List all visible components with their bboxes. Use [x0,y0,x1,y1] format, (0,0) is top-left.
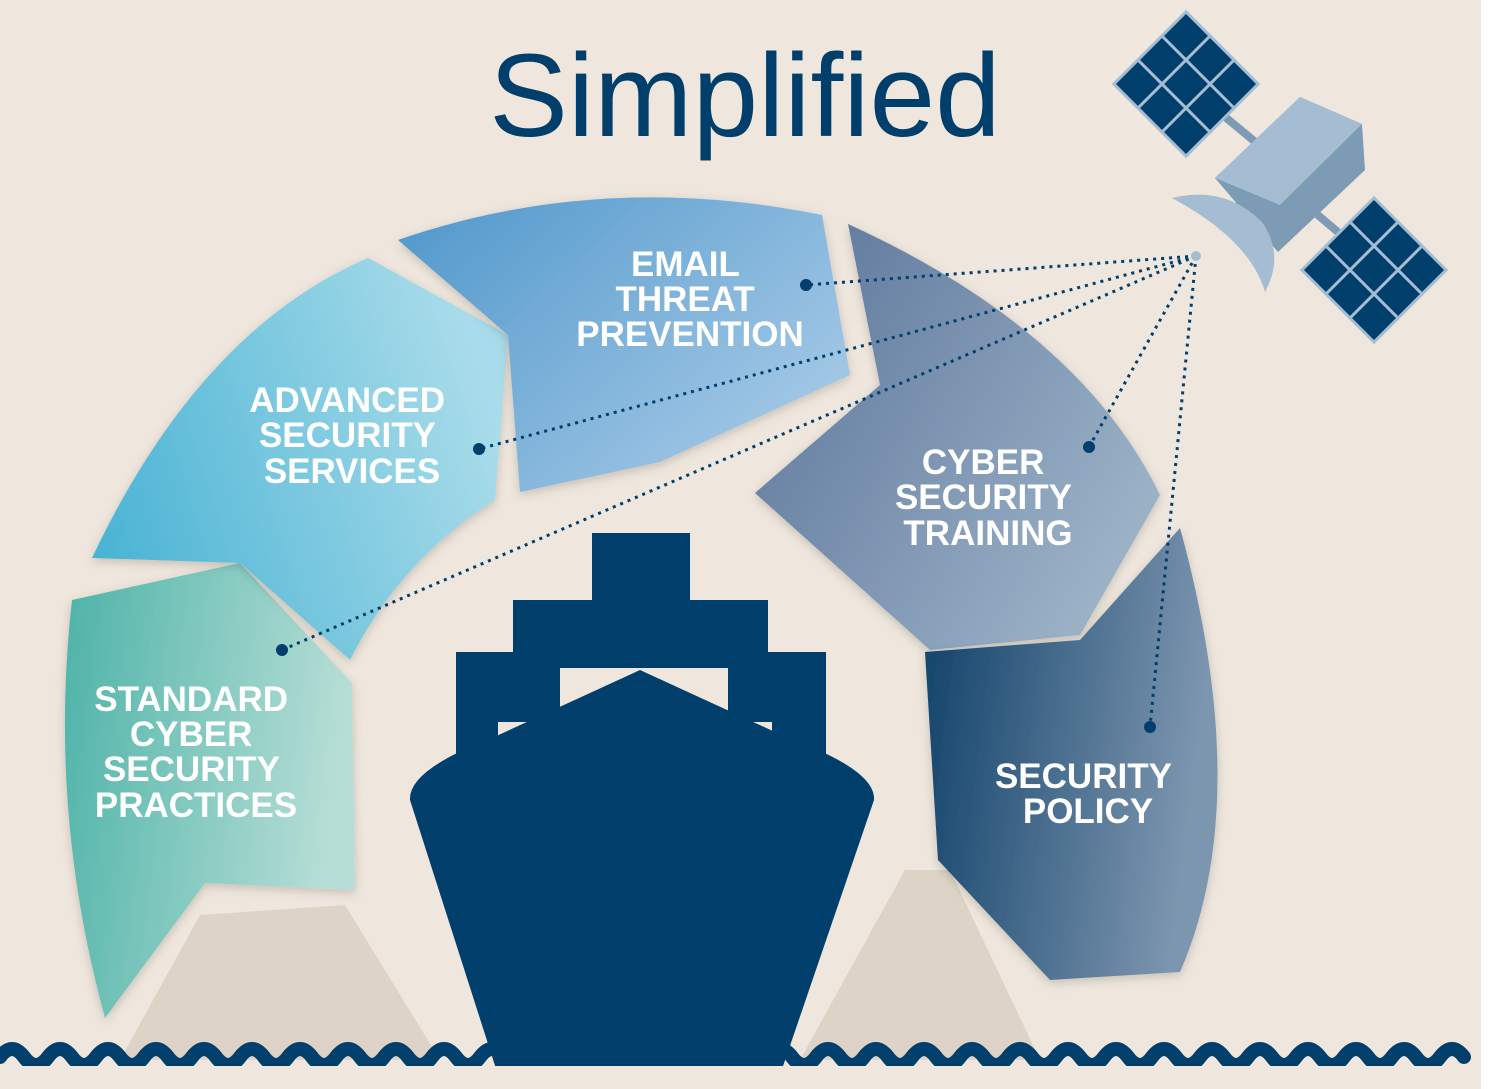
segment-standard-practices [64,563,355,1018]
solar-panel-bottom [1299,195,1449,345]
title-main: Simplified [489,30,1001,162]
right-edge-strip [1481,0,1490,1089]
label-training-line-3: TRAINING [903,514,1072,553]
label-advanced-line-1: ADVANCED [249,381,445,420]
dot-policy [1144,721,1156,733]
label-email-line-1: EMAIL [631,245,740,284]
dot-standard [276,644,288,656]
label-standard-line-3: SECURITY [103,750,280,789]
ship-hull [409,670,875,1075]
dot-email [800,279,812,291]
dot-training [1083,441,1095,453]
water [0,1066,1481,1089]
connector-advanced [478,254,1197,451]
satellite-icon [1111,9,1449,345]
connector-dots [276,279,1156,733]
segment-cyber-training [755,224,1160,650]
label-advanced-security-services: ADVANCED SECURITY SERVICES [249,381,454,491]
wave-icon [0,1042,1471,1072]
segment-advanced-services [92,258,508,660]
connector-lines [281,254,1198,728]
label-training-line-1: CYBER [922,443,1045,482]
label-policy-line-2: POLICY [1023,792,1153,831]
connector-email [805,254,1197,287]
label-standard-line-2: CYBER [130,715,253,754]
solar-panel-top [1111,9,1261,159]
label-cyber-security-training: CYBER SECURITY TRAINING [895,443,1081,553]
label-email-line-3: PREVENTION [576,315,804,354]
ship-icon [409,533,875,1075]
connector-policy [1148,255,1198,728]
satellite-antenna-tip [1191,251,1201,261]
satellite-body-highlight [1215,97,1362,205]
label-standard-line-1: STANDARD [94,680,288,719]
segment-email-prevention [398,197,850,493]
label-training-line-2: SECURITY [895,478,1072,517]
satellite-dish [1172,194,1275,292]
label-advanced-line-2: SECURITY [259,416,436,455]
segment-security-policy [925,528,1218,980]
label-email-threat-prevention: EMAIL THREAT PREVENTION [576,245,804,354]
label-standard-cyber-security-practices: STANDARD CYBER SECURITY PRACTICES [94,680,298,825]
label-standard-line-4: PRACTICES [95,786,297,825]
dot-advanced [473,443,485,455]
label-email-line-2: THREAT [615,280,754,319]
connector-standard [281,254,1197,652]
label-security-policy: SECURITY POLICY [995,757,1181,831]
ship-superstructure [456,533,826,793]
hill-left [120,905,440,1060]
label-policy-line-1: SECURITY [995,757,1172,796]
hill-right [800,870,1040,1060]
label-advanced-line-3: SERVICES [264,452,440,491]
